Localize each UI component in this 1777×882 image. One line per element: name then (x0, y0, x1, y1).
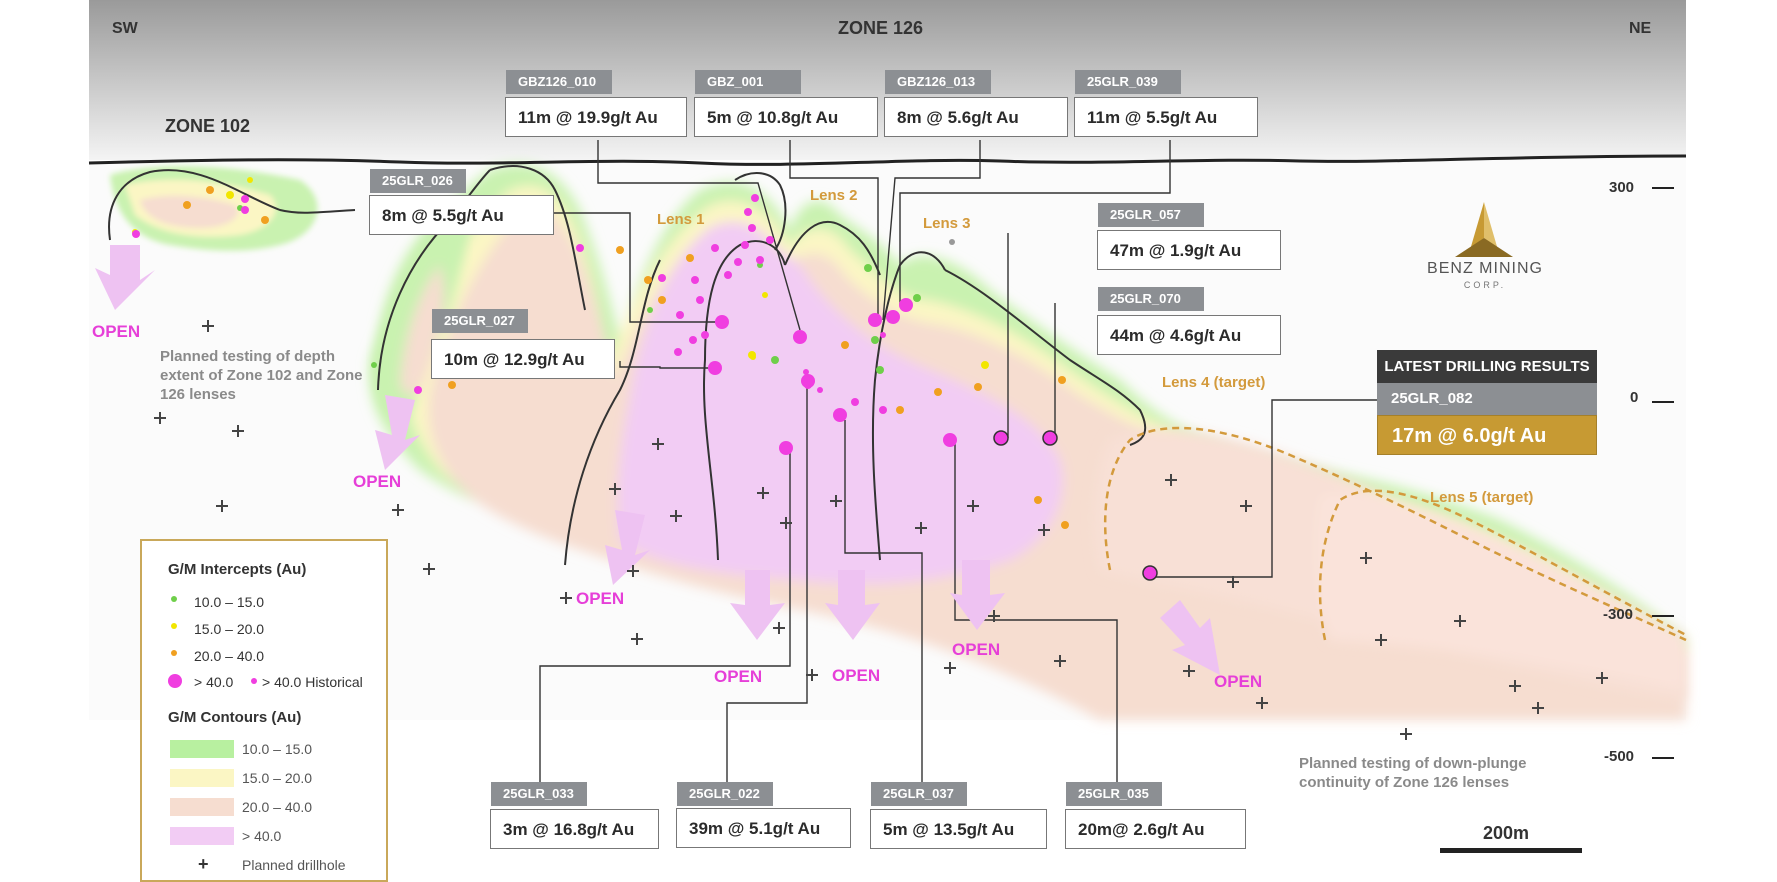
legend: G/M Intercepts (Au) 10.0 – 15.0 15.0 – 2… (140, 539, 388, 882)
lens-2-label: Lens 2 (810, 187, 858, 204)
hole-id-tag: 25GLR_037 (871, 782, 967, 806)
depth-label-300: 300 (1609, 179, 1635, 196)
hole-result-box: 47m @ 1.9g/t Au (1097, 230, 1281, 270)
hole-id-tag: 25GLR_057 (1098, 203, 1204, 227)
hole-result-box: 5m @ 10.8g/t Au (694, 97, 878, 137)
direction-sw: SW (112, 20, 138, 37)
legend-intercept-label: 15.0 – 20.0 (194, 621, 265, 637)
legend-swatch-green (170, 740, 234, 758)
open-label: OPEN (952, 640, 1001, 659)
latest-hole-id: 25GLR_082 (1377, 383, 1597, 415)
open-label: OPEN (92, 322, 141, 341)
legend-plus-icon: + (198, 854, 209, 874)
scale-label: 200m (1483, 823, 1530, 843)
open-label: OPEN (714, 667, 763, 686)
hole-result-box: 20m@ 2.6g/t Au (1065, 809, 1246, 849)
hole-result-box: 39m @ 5.1g/t Au (676, 808, 851, 848)
target-outlines (1103, 426, 1687, 642)
lens-5-label: Lens 5 (target) (1430, 489, 1534, 506)
legend-intercepts-title: G/M Intercepts (Au) (168, 561, 307, 578)
depth-label-minus300: -300 (1603, 606, 1634, 623)
hole-id-tag: GBZ_001 (695, 70, 801, 94)
note-depth-extent: Planned testing of depth extent of Zone … (160, 348, 363, 403)
note-down-plunge: Planned testing of down-plunge continuit… (1299, 755, 1527, 791)
target-lenses (1094, 429, 1686, 700)
open-arrows (95, 245, 1220, 675)
drill-traces (539, 140, 1378, 790)
hole-result-box: 10m @ 12.9g/t Au (431, 339, 615, 379)
hole-result-box: 5m @ 13.5g/t Au (870, 809, 1047, 849)
hole-result-box: 11m @ 19.9g/t Au (505, 97, 687, 137)
hole-result-box: 11m @ 5.5g/t Au (1074, 97, 1258, 137)
legend-swatch-magenta (170, 827, 234, 845)
open-label: OPEN (353, 472, 402, 491)
legend-small-dot (251, 678, 257, 684)
depth-label-0: 0 (1630, 389, 1639, 406)
zone102-contours (110, 165, 318, 251)
legend-dot-green (171, 596, 177, 602)
legend-swatch-orange (170, 798, 234, 816)
legend-planned-label: Planned drillhole (242, 857, 346, 873)
legend-dot-orange (171, 650, 177, 656)
surface-line (88, 154, 1687, 166)
open-label: OPEN (1214, 672, 1263, 691)
legend-contour-label: > 40.0 (242, 828, 282, 844)
legend-gt40: > 40.0 (194, 674, 234, 690)
legend-dot-yellow (171, 623, 177, 629)
lens-1-label: Lens 1 (657, 211, 705, 228)
logo-name: BENZ MINING (1427, 260, 1543, 277)
hole-id-tag: 25GLR_035 (1066, 782, 1162, 806)
latest-hole-result: 17m @ 6.0g/t Au (1377, 415, 1597, 455)
legend-contour-label: 15.0 – 20.0 (242, 770, 313, 786)
legend-intercept-label: 20.0 – 40.0 (194, 648, 265, 664)
hole-result-box: 8m @ 5.5g/t Au (369, 195, 554, 235)
open-label: OPEN (832, 666, 881, 685)
hole-id-tag: 25GLR_070 (1098, 287, 1204, 311)
depth-ticks (1652, 187, 1674, 759)
contour-outlines (377, 165, 1147, 566)
direction-ne: NE (1629, 20, 1652, 37)
zone126-title: ZONE 126 (838, 18, 924, 38)
hole-id-tag: GBZ126_010 (506, 70, 612, 94)
hole-result-box: 44m @ 4.6g/t Au (1097, 315, 1281, 355)
lens-left-contours (375, 213, 464, 418)
legend-big-dot (168, 674, 182, 688)
legend-contour-label: 20.0 – 40.0 (242, 799, 313, 815)
latest-results-heading: LATEST DRILLING RESULTS (1377, 350, 1597, 383)
logo-sub: CORP. (1463, 280, 1507, 290)
hole-id-tag: 25GLR_027 (432, 309, 528, 333)
legend-contour-label: 10.0 – 15.0 (242, 741, 313, 757)
high-grade-intercepts (708, 298, 1158, 581)
legend-intercept-dots (171, 596, 177, 656)
legend-high-grade-marks (168, 674, 257, 688)
legend-gt40-historical: > 40.0 Historical (262, 674, 363, 690)
hole-id-tag: 25GLR_039 (1075, 70, 1181, 94)
zone102-title: ZONE 102 (165, 116, 251, 136)
open-label: OPEN (576, 589, 625, 608)
hole-result-box: 8m @ 5.6g/t Au (884, 97, 1068, 137)
depth-label-minus500: -500 (1604, 748, 1635, 765)
legend-swatch-yellow (170, 769, 234, 787)
hole-id-tag: 25GLR_022 (677, 782, 773, 806)
hole-id-tag: 25GLR_033 (491, 782, 587, 806)
legend-intercept-label: 10.0 – 15.0 (194, 594, 265, 610)
hole-result-box: 3m @ 16.8g/t Au (490, 809, 659, 849)
lens-3-label: Lens 3 (923, 215, 971, 232)
planned-drillholes (154, 320, 1608, 740)
lens-4-label: Lens 4 (target) (1162, 374, 1266, 391)
hole-id-tag: 25GLR_026 (370, 169, 466, 193)
legend-contours-title: G/M Contours (Au) (168, 709, 302, 726)
scale-bar (1440, 848, 1582, 853)
benz-logo-icon (1455, 202, 1513, 257)
hole-id-tag: GBZ126_013 (885, 70, 991, 94)
